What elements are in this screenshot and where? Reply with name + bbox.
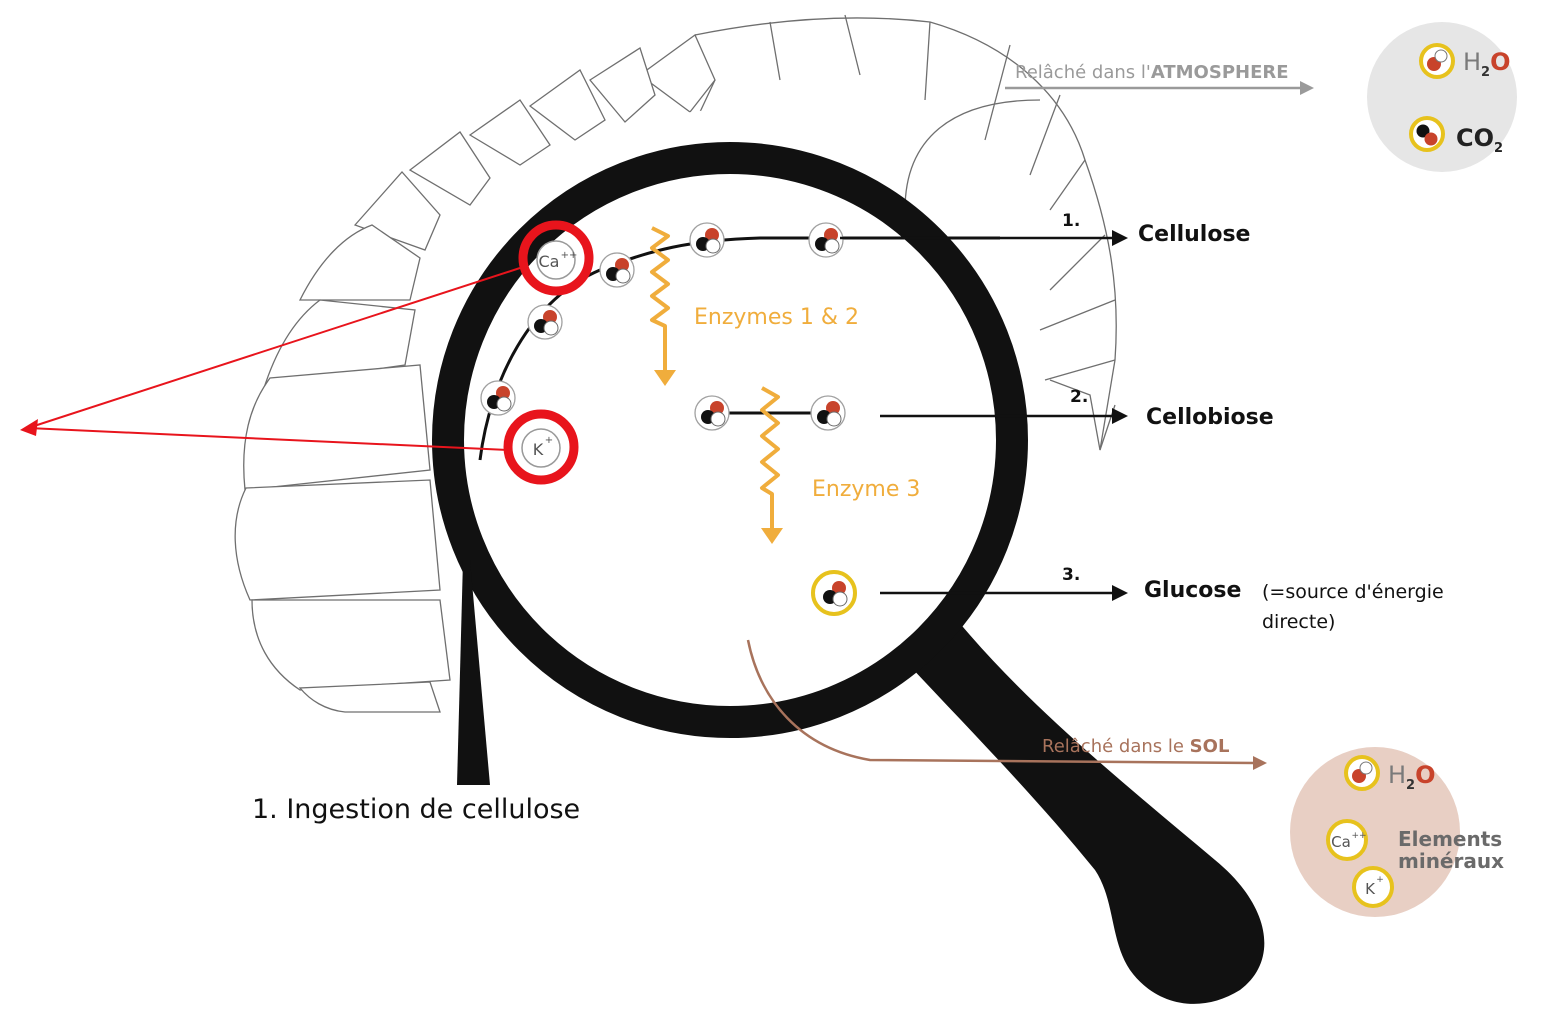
product-number-3: 3.	[1062, 565, 1080, 585]
ingestion-label: 1. Ingestion de cellulose	[252, 794, 580, 825]
svg-text:Ca: Ca	[1331, 833, 1351, 851]
enzymes-12-arrow	[650, 226, 676, 386]
body-segment	[298, 681, 441, 713]
dorsal-segments	[699, 14, 1116, 381]
annotation-arrowhead	[20, 419, 38, 436]
product-number-2: 2.	[1070, 387, 1088, 407]
soil-minerals-line2: minéraux	[1398, 849, 1504, 873]
enzyme-3-label: Enzyme 3	[812, 477, 920, 502]
magnifier-handle	[895, 605, 1265, 1004]
product-arrows	[840, 230, 1128, 601]
soil-bubble	[1290, 747, 1460, 917]
body-segment	[468, 99, 551, 166]
body-segment	[234, 479, 441, 601]
product-cellobiose: Cellobiose	[1146, 405, 1274, 430]
glucose-note-line1: (=source d'énergie	[1262, 581, 1444, 603]
enzyme-3-arrow	[760, 386, 783, 544]
h2o-molecule-icon	[1344, 755, 1380, 791]
dorsal-outline	[694, 17, 1117, 451]
glucose-note-line2: directe)	[1262, 611, 1335, 633]
body-segment	[298, 224, 421, 301]
highlight-potassium	[503, 409, 579, 485]
body-segment	[528, 69, 606, 141]
svg-text:Ca: Ca	[539, 252, 560, 271]
body-segment	[243, 364, 431, 491]
annotation-arrow-line	[27, 427, 509, 451]
atmosphere-release: Relâché dans l'ATMOSPHERE H2O CO2	[1005, 22, 1517, 172]
highlight-calcium	[518, 220, 594, 296]
posterior-outline	[1049, 379, 1116, 451]
svg-text:+: +	[1376, 875, 1384, 885]
atmosphere-label: Relâché dans l'ATMOSPHERE	[1015, 62, 1289, 83]
potassium-ion: K +	[521, 428, 561, 468]
svg-text:K: K	[1365, 880, 1376, 898]
body-segment	[589, 46, 656, 123]
body-segment	[638, 34, 716, 113]
glucose-molecule	[811, 570, 857, 616]
product-glucose: Glucose	[1144, 578, 1241, 603]
soil-release: Relâché dans le SOL H2O Ca ++ K + Elemen…	[746, 639, 1504, 917]
cellobiose-molecule	[810, 395, 846, 431]
atmosphere-h2o-label: H2O	[1463, 48, 1511, 80]
soil-minerals-line1: Elements	[1398, 827, 1502, 851]
svg-text:++: ++	[1351, 831, 1366, 841]
soil-potassium-ion: K +	[1352, 866, 1394, 908]
product-cellulose: Cellulose	[1138, 222, 1250, 247]
body-segment	[408, 131, 491, 206]
svg-text:K: K	[533, 440, 544, 459]
calcium-ion: Ca ++	[536, 240, 578, 280]
body-segment	[264, 299, 416, 386]
soil-h2o-label: H2O	[1388, 761, 1436, 793]
h2o-molecule-icon	[1419, 43, 1455, 79]
soil-calcium-ion: Ca ++	[1326, 819, 1368, 861]
atmosphere-co2-label: CO2	[1456, 124, 1503, 156]
termite-body	[234, 14, 1117, 713]
annotation-arrow-line	[27, 267, 521, 429]
body-segment	[251, 599, 451, 691]
product-number-1: 1.	[1062, 211, 1080, 231]
soil-label: Relâché dans le SOL	[1042, 736, 1229, 757]
svg-text:++: ++	[561, 250, 578, 261]
magnifier-lens-ring	[432, 142, 1028, 738]
svg-text:+: +	[545, 435, 553, 446]
co2-molecule-icon	[1409, 116, 1445, 152]
atmosphere-bubble	[1367, 22, 1517, 172]
annotation-highlight	[20, 220, 594, 485]
enzymes-12-label: Enzymes 1 & 2	[694, 305, 859, 330]
ingestion-pointer	[457, 560, 490, 785]
cellobiose-molecule	[694, 395, 730, 431]
dorsal-inner	[904, 99, 1041, 211]
